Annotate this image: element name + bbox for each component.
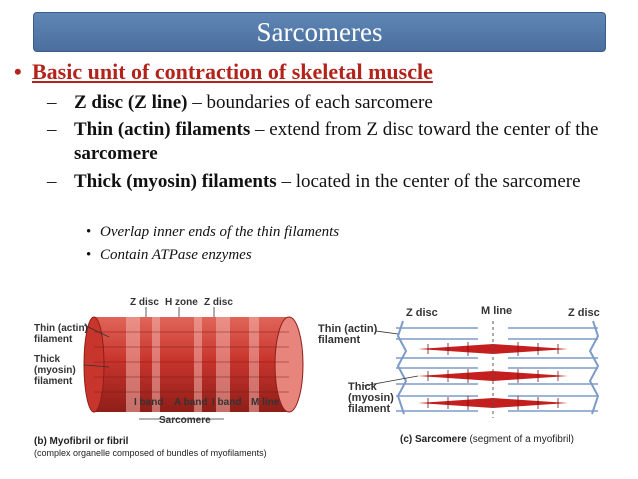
figure-myofibril: Thin (actin) filament Thick (myosin) fil…: [34, 297, 304, 462]
caption-myofibril-detail: (complex organelle composed of bundles o…: [34, 448, 267, 458]
label-i-band: I band: [212, 397, 242, 408]
pointer-line: [375, 330, 399, 335]
sarcomere-illustration: [362, 320, 600, 418]
sub-bullet-text: Contain ATPase enzymes: [100, 247, 252, 263]
label-m-line: M line: [481, 305, 513, 317]
label-sarcomere: Sarcomere: [159, 415, 211, 426]
actin-filaments: [396, 327, 598, 412]
myosin-heads: [427, 342, 559, 410]
label-a-band: A band: [174, 397, 208, 408]
myofibril-striations: [94, 331, 289, 393]
bullet-term: Thick (myosin) filaments: [74, 171, 277, 192]
pointer-line: [83, 324, 110, 338]
bullet-dot: •: [14, 59, 22, 84]
label-thick-filament: Thick (myosin) filament: [348, 381, 394, 415]
myofibril-right-end: [274, 316, 304, 413]
caption-title: (c) Sarcomere: [400, 434, 467, 445]
pointer-line: [83, 364, 110, 368]
bullet-emph: sarcomere: [74, 143, 158, 164]
bullet-dot: •: [86, 247, 92, 263]
label-z-disc: Z disc: [204, 297, 233, 308]
bullet-term: Thin (actin) filaments: [74, 119, 251, 140]
myofibril-bands: [126, 317, 259, 412]
label-thin-filament: Thin (actin) filament: [318, 323, 378, 346]
label-h-zone: H zone: [165, 297, 198, 308]
bullet-term: Z disc (Z line): [74, 92, 188, 113]
bullet-thin-filaments: – Thin (actin) filaments – extend from Z…: [47, 118, 617, 166]
label-z-disc-left: Z disc: [406, 307, 438, 319]
label-m-line: M line: [251, 397, 280, 408]
sub-bullet-overlap: • Overlap inner ends of the thin filament…: [86, 224, 339, 241]
dash-marker: –: [47, 92, 57, 113]
caption-myofibril: (b) Myofibril or fibril: [34, 436, 128, 447]
bullet-desc: – located in the center of the sarcomere: [276, 171, 581, 192]
caption-sarcomere: (c) Sarcomere (segment of a myofibril): [400, 434, 574, 445]
sub-bullet-atpase: • Contain ATPase enzymes: [86, 247, 252, 264]
label-z-disc-right: Z disc: [568, 307, 600, 319]
bullet-dot: •: [86, 224, 92, 240]
sub-bullet-text: Overlap inner ends of the thin filaments: [100, 224, 340, 240]
label-z-disc: Z disc: [130, 297, 159, 308]
caption-detail: (segment of a myofibril): [466, 434, 574, 445]
pointer-line: [362, 375, 419, 387]
bullet-z-disc: – Z disc (Z line) – boundaries of each s…: [47, 91, 617, 115]
main-bullet-text: Basic unit of contraction of skeletal mu…: [32, 59, 433, 84]
bullet-desc: – extend from Z disc toward the center o…: [250, 119, 599, 140]
bullet-desc: – boundaries of each sarcomere: [187, 92, 433, 113]
label-i-band: I band: [134, 397, 164, 408]
dash-marker: –: [47, 171, 57, 192]
dash-marker: –: [47, 119, 57, 140]
myofibril-left-end: [83, 316, 105, 413]
figure-sarcomere: Z disc M line Z disc Thin (actin) filame…: [318, 306, 618, 456]
main-bullet: • Basic unit of contraction of skeletal m…: [14, 59, 624, 85]
z-disc-right: [588, 320, 600, 415]
bullet-thick-filaments: – Thick (myosin) filaments – located in …: [47, 170, 617, 194]
myofibril-illustration: [83, 307, 304, 420]
z-disc-left: [396, 320, 408, 415]
label-thick-filament: Thick (myosin) filament: [34, 354, 76, 387]
label-thin-filament: Thin (actin) filament: [34, 323, 88, 345]
slide-title: Sarcomeres: [33, 12, 606, 52]
caption-title: (b) Myofibril or fibril: [34, 436, 129, 447]
